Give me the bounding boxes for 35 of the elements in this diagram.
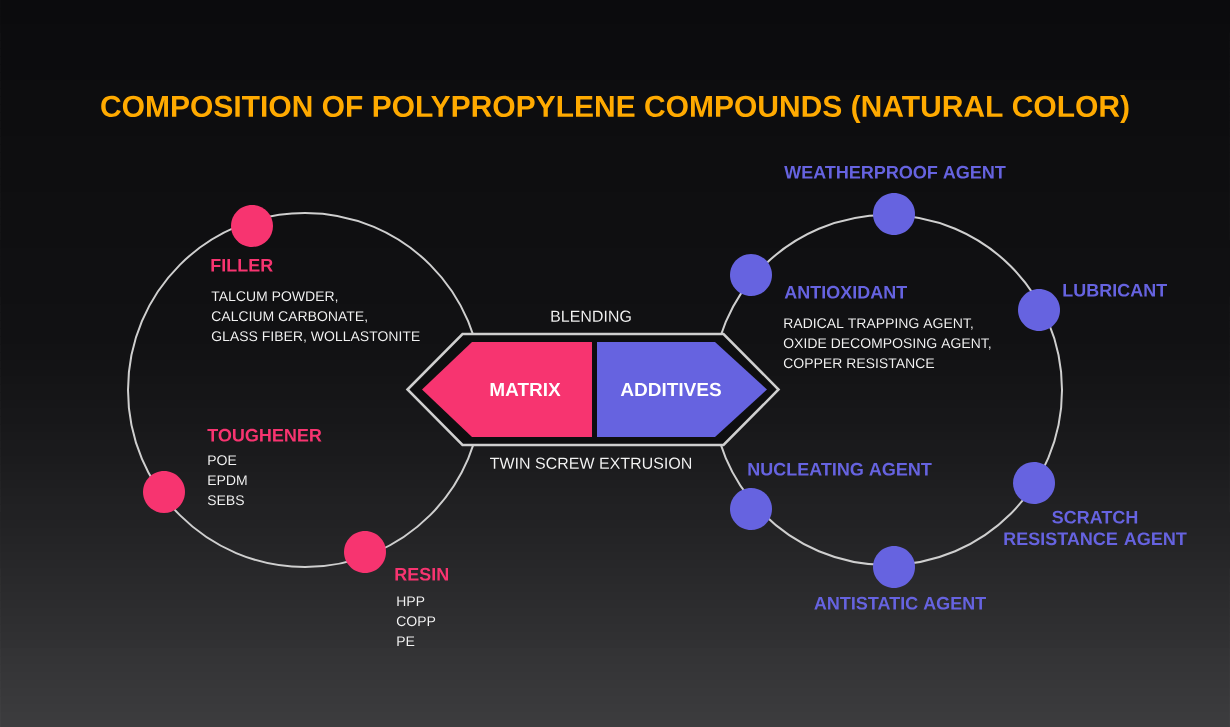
item-text: GLASS FIBER, WOLLASTONITE	[211, 331, 420, 343]
dot	[231, 205, 273, 247]
item-text: OXIDE DECOMPOSING AGENT,	[783, 338, 991, 350]
dot	[344, 531, 386, 573]
category-heading: FILLER	[211, 259, 273, 272]
item-text: TALCUM POWDER,	[211, 291, 338, 303]
category-heading: SCRATCH RESISTANCE AGENT	[1004, 510, 1187, 546]
process-label: BLENDING	[551, 310, 631, 322]
item-text: HPP	[397, 596, 425, 606]
dot	[873, 546, 915, 588]
item-text: PE	[397, 636, 415, 646]
category-heading: ANTISTATIC AGENT	[814, 596, 986, 610]
category-heading: RESIN	[395, 567, 448, 581]
item-text: POE	[208, 455, 237, 466]
category-heading: LUBRICANT	[1063, 283, 1167, 297]
item-text: COPPER RESISTANCE	[783, 358, 935, 369]
item-text: RADICAL TRAPPING AGENT,	[784, 318, 973, 330]
dot	[1018, 289, 1060, 331]
item-text: COPP	[396, 616, 436, 627]
item-text: SEBS	[207, 495, 244, 506]
arrow-block: MATRIX	[422, 342, 592, 437]
item-text: CALCIUM CARBONATE,	[211, 311, 367, 323]
item-text: EPDM	[208, 475, 247, 485]
dot	[143, 471, 185, 513]
process-label: TWIN SCREW EXTRUSION	[490, 457, 691, 469]
dot	[730, 254, 772, 296]
category-heading: NUCLEATING AGENT	[748, 462, 932, 476]
dot	[873, 193, 915, 235]
category-heading: WEATHERPROOF AGENT	[784, 165, 1006, 179]
title: COMPOSITION OF POLYPROPYLENE COMPOUNDS (NATURAL COLOR)	[101, 95, 1129, 123]
category-heading: TOUGHENER	[207, 428, 322, 442]
dot	[1013, 462, 1055, 504]
category-heading: ANTIOXIDANT	[784, 285, 907, 299]
dot	[730, 488, 772, 530]
arrow-block: ADDITIVES	[597, 342, 767, 437]
